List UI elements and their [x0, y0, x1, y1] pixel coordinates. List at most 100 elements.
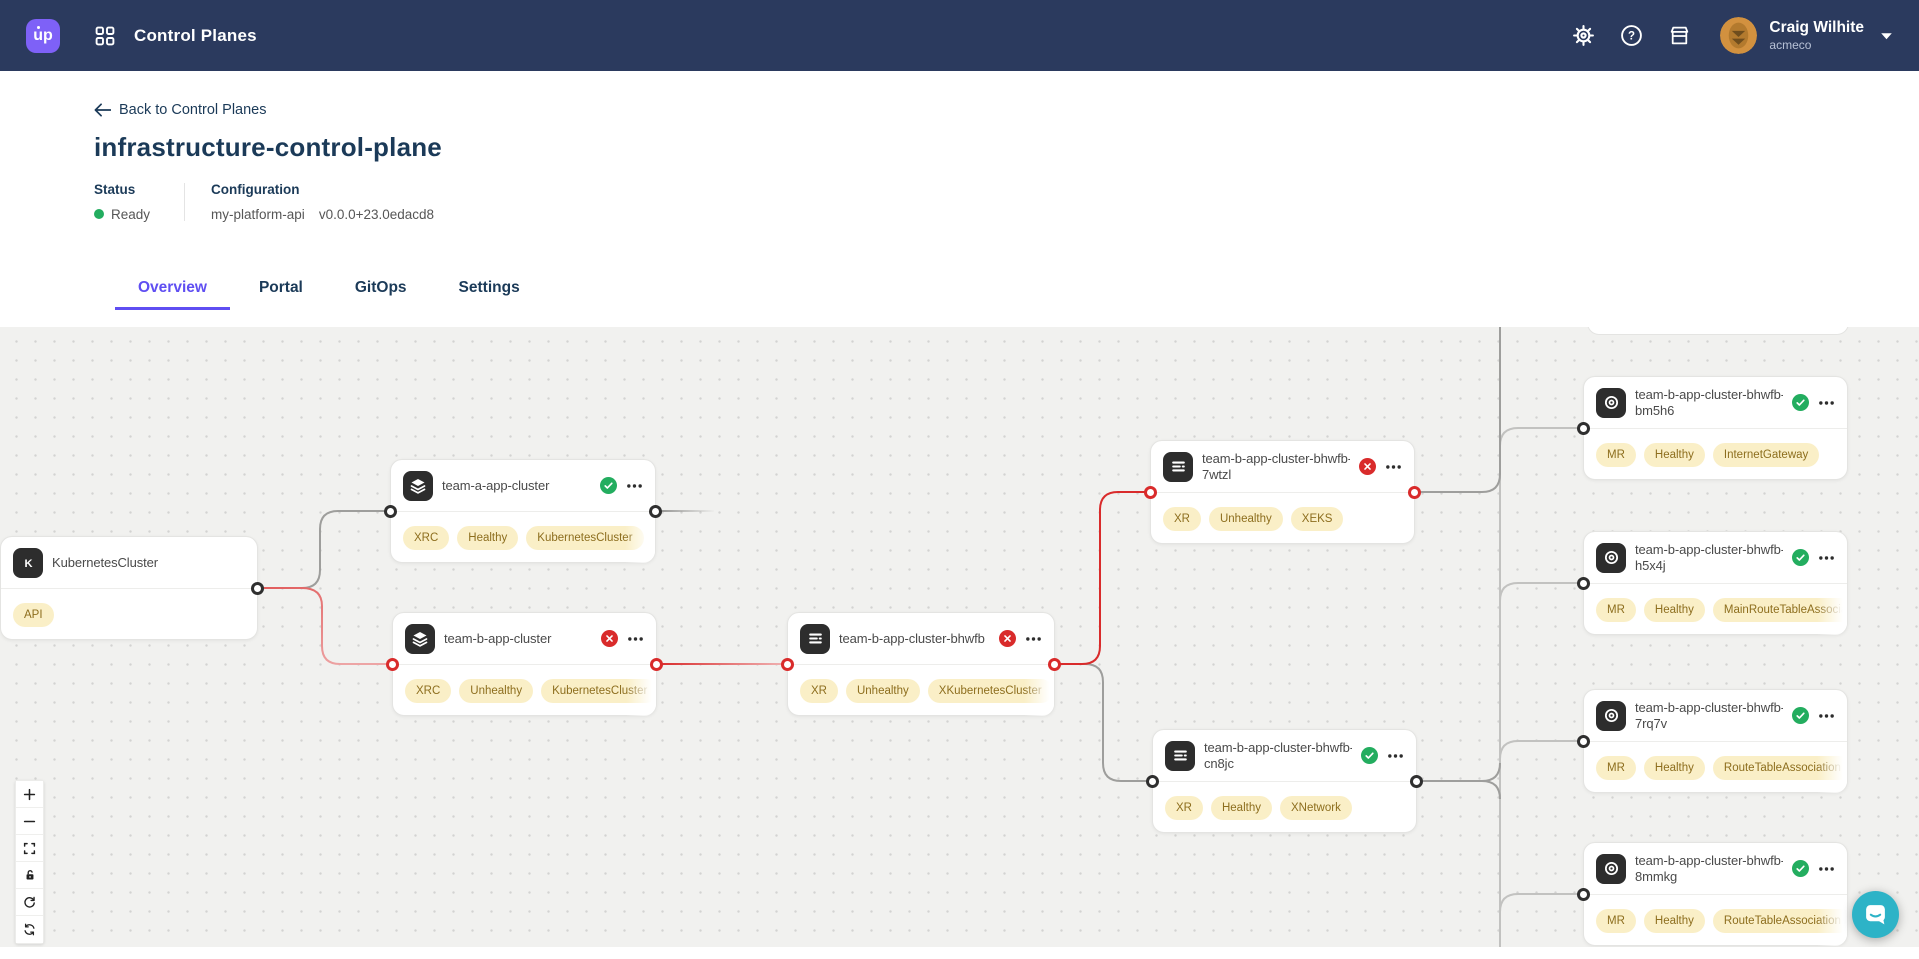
chat-launcher[interactable]: [1852, 891, 1899, 938]
settings-gear-icon[interactable]: [1566, 19, 1600, 53]
node-label: team-a-app-cluster: [442, 477, 550, 493]
status-value: Ready: [111, 206, 151, 222]
left-handle: [1577, 422, 1590, 435]
badge: Healthy: [1643, 908, 1705, 933]
zoom-in-icon[interactable]: [16, 781, 43, 808]
badge: RouteTableAssociation: [1712, 908, 1847, 933]
badge: XR: [1165, 795, 1203, 820]
node-label: team-b-app-cluster: [444, 630, 552, 646]
badge: MainRouteTableAssociation: [1712, 597, 1847, 622]
svg-text:?: ?: [1628, 31, 1635, 43]
badge: XR: [1163, 506, 1201, 531]
managed-resource-icon: [1596, 700, 1626, 731]
badge: XRC: [405, 678, 452, 703]
badge: MR: [1596, 442, 1636, 467]
badge: RouteTableAssociation: [1712, 755, 1847, 780]
node-label: team-b-app-cluster-bhwfb: [839, 630, 985, 646]
node-menu-button[interactable]: [1818, 711, 1835, 721]
sync-icon[interactable]: [16, 916, 43, 943]
composite-list-icon: [1163, 451, 1193, 482]
user-menu[interactable]: Craig Wilhite acmeco: [1720, 17, 1893, 54]
right-handle: [251, 582, 264, 595]
status-dot: [94, 209, 104, 220]
graph-canvas[interactable]: K KubernetesCluster API team-a-app-clust…: [0, 327, 1919, 947]
unhealthy-status-icon: [601, 630, 618, 647]
apps-grid-icon[interactable]: [88, 19, 122, 53]
node-menu-button[interactable]: [627, 634, 644, 644]
node-menu-button[interactable]: [1387, 751, 1404, 761]
graph-node-kubernetes-cluster[interactable]: K KubernetesCluster API: [0, 536, 264, 640]
zoom-out-icon[interactable]: [16, 808, 43, 835]
graph-node-partial[interactable]: [1587, 327, 1849, 335]
back-link[interactable]: Back to Control Planes: [94, 102, 267, 118]
unhealthy-status-icon: [999, 630, 1016, 647]
healthy-status-icon: [1361, 747, 1378, 764]
status-block: Status Ready: [94, 183, 150, 221]
node-label: team-b-app-cluster-bhwfb-h5x4j: [1635, 541, 1783, 573]
badge: Unhealthy: [1208, 506, 1283, 531]
healthy-status-icon: [1792, 707, 1809, 724]
tab-overview[interactable]: Overview: [115, 268, 230, 310]
badge: KubernetesCluster: [541, 678, 656, 703]
user-org: acmeco: [1769, 37, 1812, 52]
badge: XR: [800, 678, 838, 703]
right-handle: [1048, 658, 1061, 671]
node-menu-button[interactable]: [1818, 398, 1835, 408]
upbound-logo[interactable]: up: [26, 18, 60, 53]
lock-icon[interactable]: [16, 862, 43, 889]
node-menu-button[interactable]: [1025, 634, 1042, 644]
right-handle: [1408, 486, 1421, 499]
composite-list-icon: [1165, 740, 1195, 771]
badge: Healthy: [1643, 597, 1705, 622]
left-handle: [386, 658, 399, 671]
node-menu-button[interactable]: [626, 481, 643, 491]
badge: Healthy: [457, 525, 519, 550]
layers-icon: [405, 623, 435, 654]
node-label: team-b-app-cluster-bhwfb-7wtzl: [1202, 450, 1350, 482]
node-label: team-b-app-cluster-bhwfb-cn8jc: [1204, 739, 1352, 771]
page-title: infrastructure-control-plane: [94, 132, 442, 162]
marketplace-icon[interactable]: [1662, 19, 1696, 53]
canvas-controls: [15, 780, 44, 944]
right-handle: [1410, 775, 1423, 788]
arrow-left-icon: [94, 103, 111, 117]
badge: Healthy: [1643, 442, 1705, 467]
node-menu-button[interactable]: [1818, 864, 1835, 874]
page-header: Back to Control Planes infrastructure-co…: [0, 71, 1919, 310]
node-menu-button[interactable]: [1818, 553, 1835, 563]
configuration-version: v0.0.0+23.0edacd8: [318, 206, 435, 222]
tab-gitops[interactable]: GitOps: [354, 278, 407, 296]
right-handle: [649, 505, 662, 518]
left-handle: [781, 658, 794, 671]
tab-portal[interactable]: Portal: [258, 278, 303, 296]
badge: XEKS: [1290, 506, 1344, 531]
node-badges: MRHealthyMainRouteTableAssociation: [1584, 583, 1847, 635]
top-navbar: up Control Planes ? Cr: [0, 0, 1919, 71]
fit-view-icon[interactable]: [16, 835, 43, 862]
reset-view-icon[interactable]: [16, 889, 43, 916]
right-handle: [650, 658, 663, 671]
healthy-status-icon: [1792, 394, 1809, 411]
node-menu-button[interactable]: [1385, 462, 1402, 472]
node-label: team-b-app-cluster-bhwfb-8mmkg: [1635, 852, 1783, 884]
left-handle: [1577, 735, 1590, 748]
badge: InternetGateway: [1712, 442, 1820, 467]
managed-resource-icon: [1596, 387, 1626, 418]
graph-node-team-b-app-cluster-bhwfb-7wtzl[interactable]: team-b-app-cluster-bhwfb-7wtzl XR Unhealt…: [1144, 440, 1421, 544]
tab-settings[interactable]: Settings: [458, 278, 520, 296]
tab-bar: Overview Portal GitOps Settings: [115, 268, 1919, 310]
node-label: team-b-app-cluster-bhwfb-7rq7v: [1635, 699, 1783, 731]
avatar: [1720, 17, 1758, 54]
help-icon[interactable]: ?: [1614, 19, 1648, 53]
graph-edges: [258, 327, 1583, 947]
